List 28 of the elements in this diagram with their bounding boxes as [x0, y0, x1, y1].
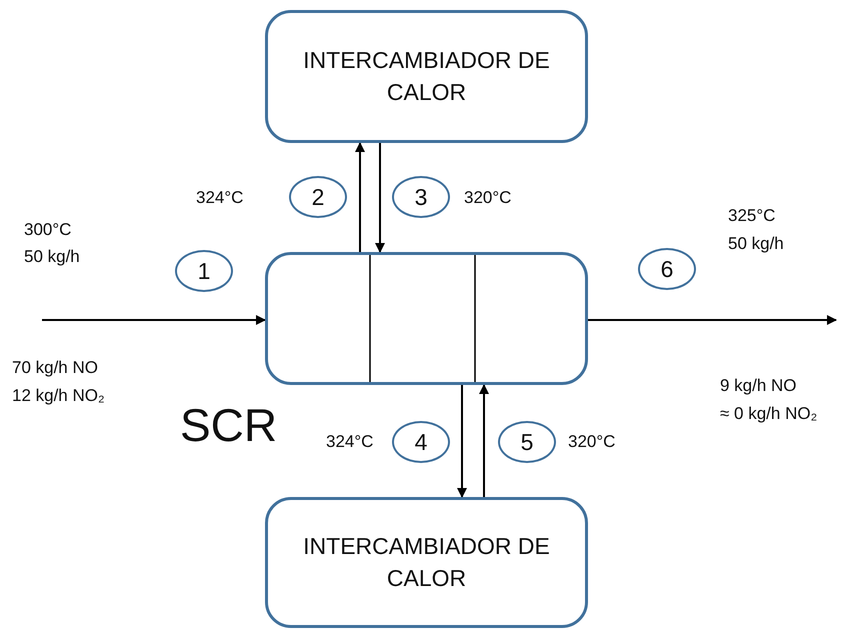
flow-arrow: [375, 143, 385, 253]
stream-value: 324°C: [196, 188, 244, 208]
heat-exchanger-box: INTERCAMBIADOR DE CALOR: [265, 497, 588, 628]
stream-value: 325°C: [728, 206, 776, 226]
flow-arrow: [42, 315, 266, 325]
stream-value: 320°C: [464, 188, 512, 208]
stream-number: 5: [498, 421, 556, 463]
stream-number: 4: [392, 421, 450, 463]
stream-value: 70 kg/h NO: [12, 358, 98, 378]
flow-arrow: [355, 142, 365, 252]
stream-number: 3: [392, 176, 450, 218]
stream-value: 50 kg/h: [24, 247, 80, 267]
stream-value: 12 kg/h NO₂: [12, 386, 105, 406]
stream-number: 6: [638, 248, 696, 290]
flow-arrow: [457, 385, 467, 498]
stream-number: 2: [289, 176, 347, 218]
stream-value: 320°C: [568, 432, 616, 452]
stream-value: 9 kg/h NO: [720, 376, 797, 396]
flow-arrow: [479, 384, 489, 497]
unit-label: SCR: [180, 398, 278, 452]
stream-value: 50 kg/h: [728, 234, 784, 254]
reactor-box: [265, 252, 588, 385]
heat-exchanger-box: INTERCAMBIADOR DE CALOR: [265, 10, 588, 143]
stream-number: 1: [175, 250, 233, 292]
stream-value: 324°C: [326, 432, 374, 452]
stream-value: ≈ 0 kg/h NO₂: [720, 404, 818, 424]
stream-value: 300°C: [24, 220, 72, 240]
flow-arrow: [588, 315, 837, 325]
